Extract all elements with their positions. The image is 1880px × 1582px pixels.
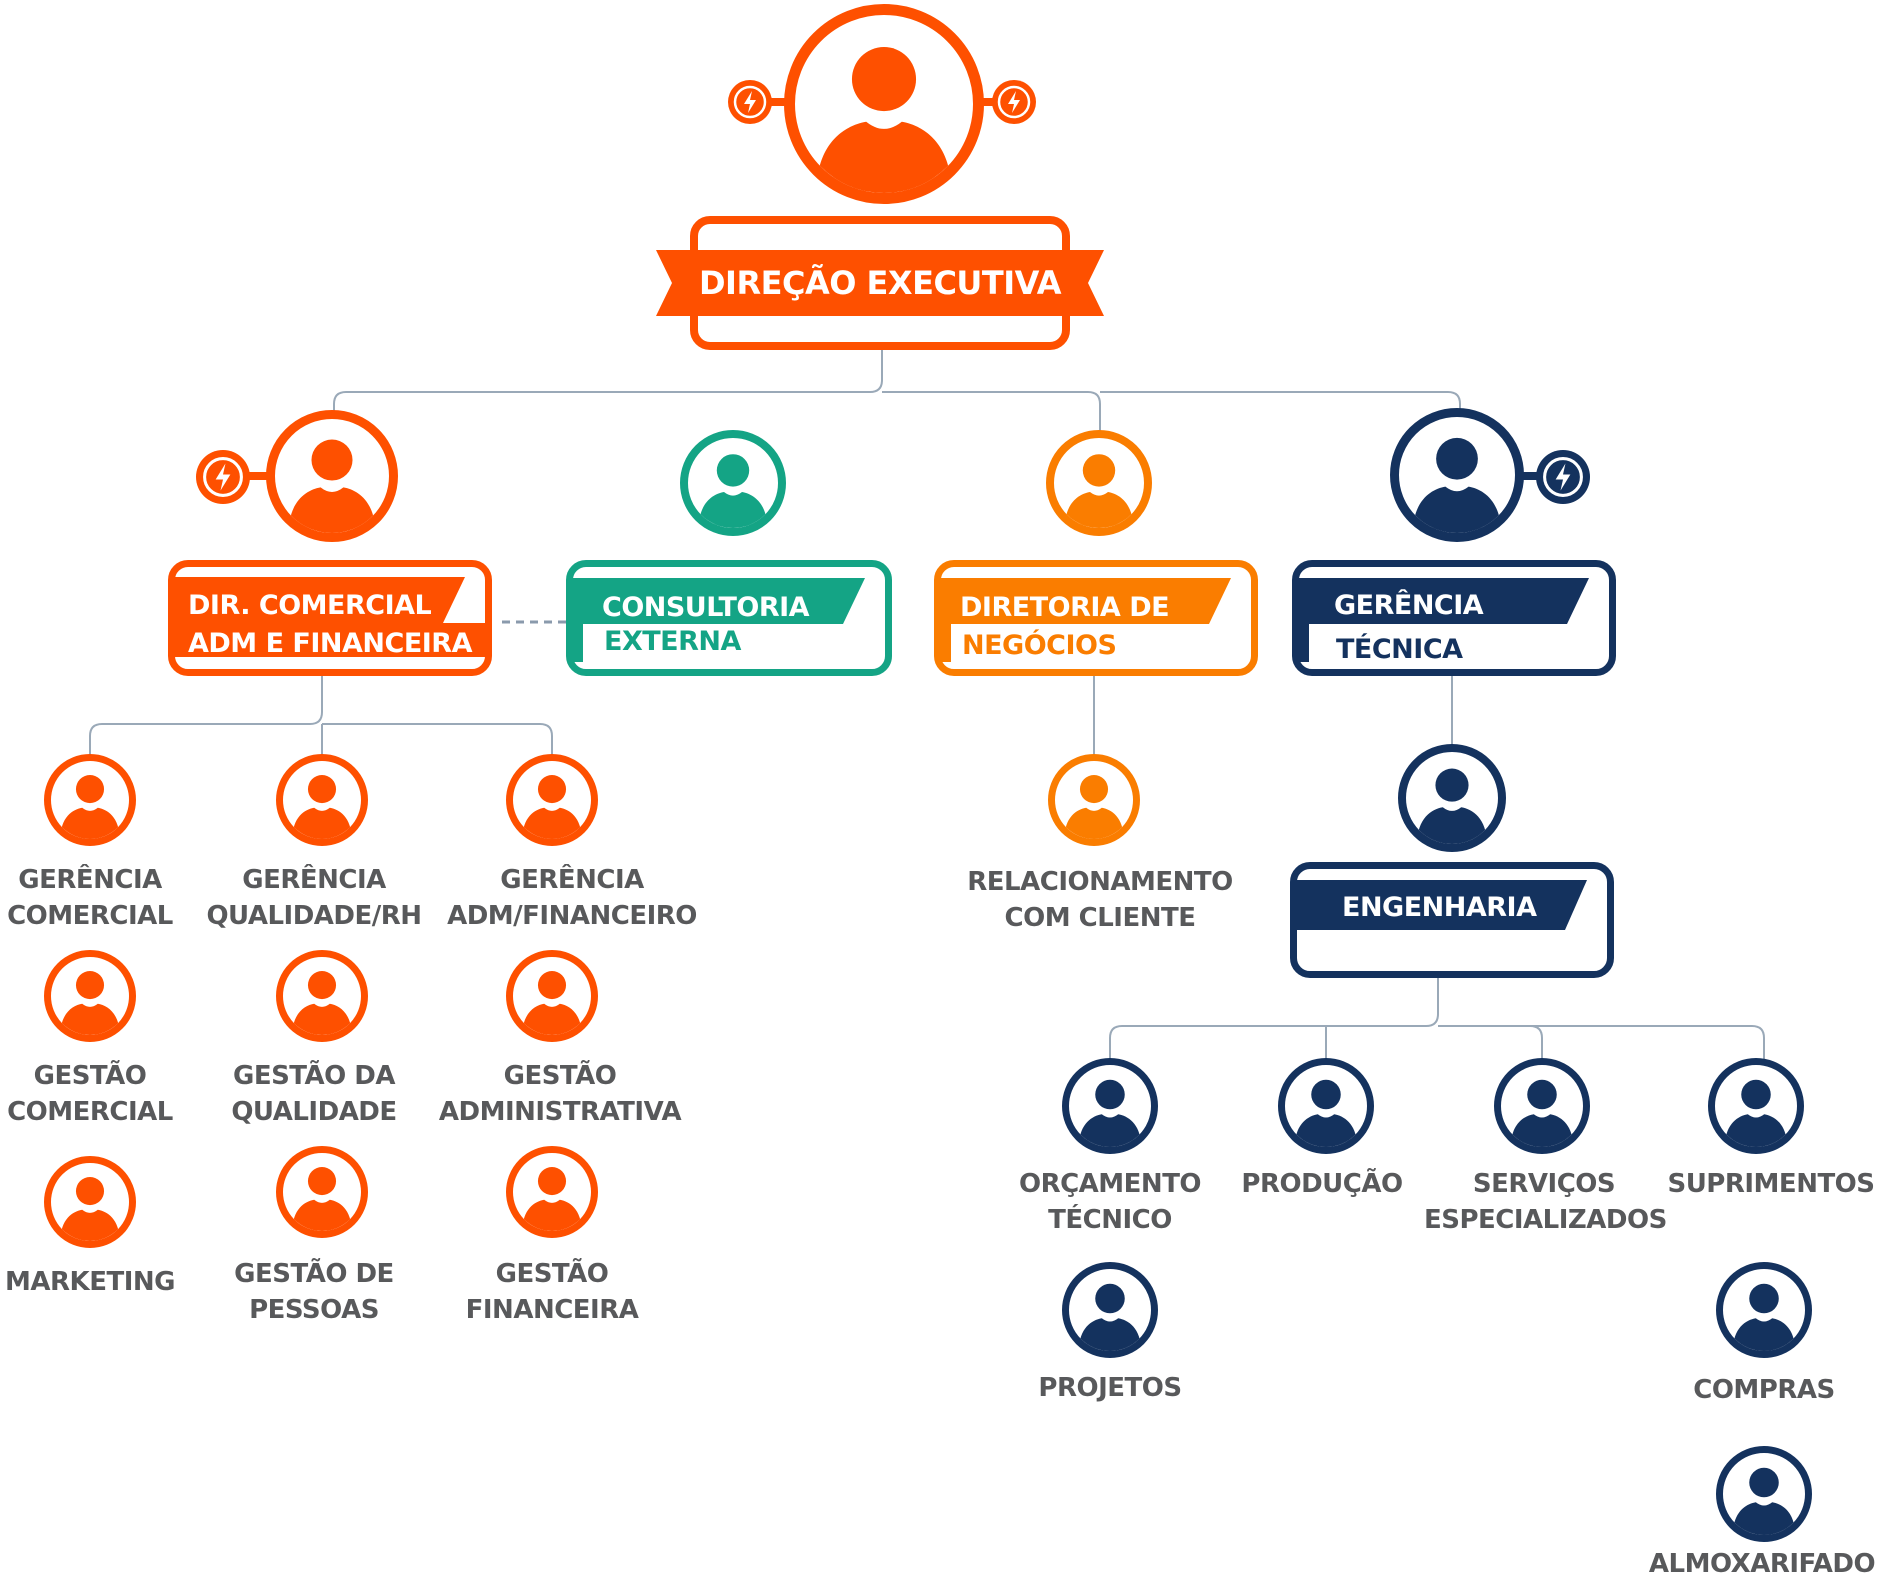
unit-suprimentos: SUPRIMENTOS [1667,1169,1875,1199]
bolt-badge-right [992,80,1036,124]
engenharia-unit-avatar [1716,1262,1812,1358]
engenharia-avatar [1398,744,1506,852]
negocios-banner [941,578,1231,662]
relacionamento-avatar [1048,754,1140,846]
person-icon [1412,437,1502,533]
consultoria-line1: CONSULTORIA [602,592,810,623]
executive-banner [656,250,1104,316]
person-icon [522,971,582,1035]
dir-comercial-line2: ADM E FINANCEIRA [188,628,473,659]
person-icon [522,775,582,839]
comercial-unit-avatar [44,754,136,846]
consultoria-avatar [680,430,786,536]
comercial-avatar [266,410,398,542]
engenharia-unit-avatar [1708,1058,1804,1154]
bolt-connector-left [768,98,792,106]
bolt-badge-left [728,80,772,124]
person-icon [698,454,768,528]
bolt-connector-right [972,98,996,106]
lightning-bolt-icon [997,85,1031,119]
negocios-avatar [1046,430,1152,536]
bolt-badge-tecnica [1536,450,1590,504]
connector-comercial [89,676,553,756]
person-icon [60,775,120,839]
engenharia-unit-avatar [1062,1262,1158,1358]
unit-projetos: PROJETOS [1038,1373,1182,1403]
person-icon [1732,1283,1796,1351]
comercial-unit-avatar [276,950,368,1042]
comercial-unit-avatar [44,1156,136,1248]
tecnica-line2: TÉCNICA [1336,634,1463,665]
comercial-unit-avatar [506,754,598,846]
person-icon [522,1167,582,1231]
engenharia-unit-avatar [1062,1058,1158,1154]
person-icon [1294,1079,1358,1147]
comercial-unit-avatar [44,950,136,1042]
bolt-connector-comercial [244,472,272,480]
executive-avatar [784,4,984,204]
engenharia-unit-avatar [1494,1058,1590,1154]
person-icon [1078,1079,1142,1147]
person-icon [1064,454,1134,528]
connector-top [333,348,1461,432]
lightning-bolt-icon [733,85,767,119]
negocios-line1: DIRETORIA DE [960,592,1170,623]
person-icon [816,47,952,193]
bolt-connector-tecnica [1516,472,1544,480]
person-icon [292,971,352,1035]
unit-compras: COMPRAS [1693,1375,1835,1405]
consultoria-line2: EXTERNA [604,626,741,657]
tecnica-line1: GERÊNCIA [1334,590,1484,621]
person-icon [292,1167,352,1231]
engenharia-unit-avatar [1716,1446,1812,1542]
consultoria-banner [573,578,865,662]
connector-engenharia [1109,978,1765,1060]
lightning-bolt-icon [1543,457,1583,497]
unit-marketing: MARKETING [5,1267,175,1297]
dir-comercial-line1: DIR. COMERCIAL [188,590,432,621]
person-icon [60,971,120,1035]
person-icon [292,775,352,839]
comercial-unit-avatar [276,1146,368,1238]
engenharia-title: ENGENHARIA [1342,892,1537,923]
person-icon [60,1177,120,1241]
unit-almoxarifado: ALMOXARIFADO [1648,1549,1876,1579]
lightning-bolt-icon [203,457,243,497]
dir-comercial-banner [175,577,491,657]
person-icon [1510,1079,1574,1147]
comercial-unit-avatar [276,754,368,846]
engenharia-banner [1297,880,1587,930]
person-icon [1732,1467,1796,1535]
person-icon [1724,1079,1788,1147]
unit-producao: PRODUÇÃO [1241,1169,1403,1199]
executive-title: DIREÇÃO EXECUTIVA [698,264,1062,302]
comercial-unit-avatar [506,950,598,1042]
engenharia-unit-avatar [1278,1058,1374,1154]
negocios-line2: NEGÓCIOS [962,630,1117,661]
bolt-badge-comercial [196,450,250,504]
tecnica-avatar [1390,408,1524,542]
person-icon [1078,1283,1142,1351]
person-icon [1064,775,1124,839]
tecnica-banner [1299,578,1589,662]
person-icon [1417,768,1487,844]
comercial-unit-avatar [506,1146,598,1238]
person-icon [288,439,376,533]
